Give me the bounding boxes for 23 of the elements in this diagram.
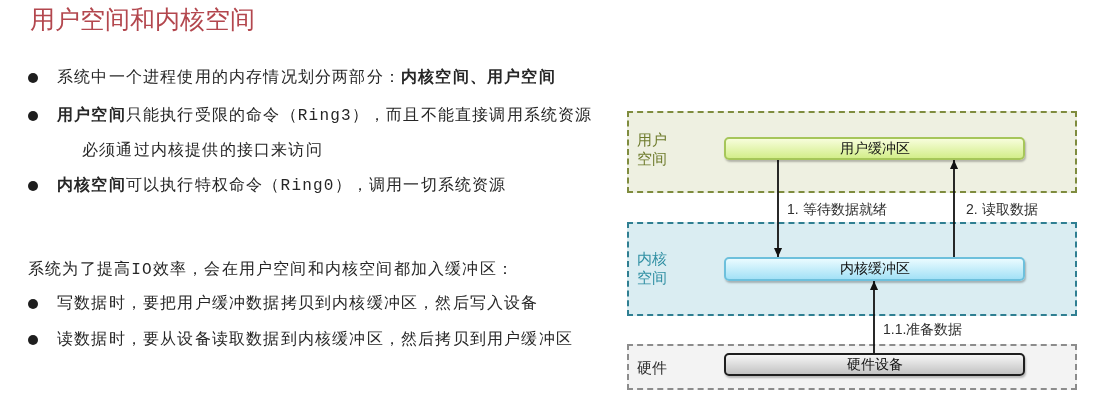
arrow [949, 159, 959, 258]
bullet-text: 内核空间可以执行特权命令（Ring0），调用一切系统资源 [57, 175, 507, 197]
arrow [869, 280, 879, 354]
edge-label: 1.1.准备数据 [883, 320, 963, 338]
region-label: 硬件 [637, 358, 668, 377]
text-line: 必须通过内核提供的接口来访问 [82, 140, 323, 162]
dashed-region [627, 222, 1077, 316]
dashed-region [627, 111, 1077, 193]
edge-label: 1. 等待数据就绪 [787, 200, 887, 218]
bullet-text: 读数据时，要从设备读取数据到内核缓冲区，然后拷贝到用户缓冲区 [57, 329, 573, 351]
buffer-box: 内核缓冲区 [724, 257, 1025, 281]
text-line: 系统为了提高IO效率，会在用户空间和内核空间都加入缓冲区： [28, 259, 514, 281]
arrow [773, 159, 783, 258]
bullet-text: 系统中一个进程使用的内存情况划分两部分：内核空间、用户空间 [57, 67, 556, 89]
edge-label: 2. 读取数据 [966, 200, 1038, 218]
dashed-region [627, 344, 1077, 390]
bullet-text: 写数据时，要把用户缓冲数据拷贝到内核缓冲区，然后写入设备 [57, 293, 539, 315]
region-label: 内核空间 [637, 249, 668, 287]
bullet-text: 用户空间只能执行受限的命令（Ring3），而且不能直接调用系统资源 [57, 105, 593, 127]
buffer-box: 硬件设备 [724, 353, 1025, 376]
buffer-box: 用户缓冲区 [724, 137, 1025, 160]
title: 用户空间和内核空间 [30, 4, 255, 35]
region-label: 用户空间 [637, 130, 668, 168]
